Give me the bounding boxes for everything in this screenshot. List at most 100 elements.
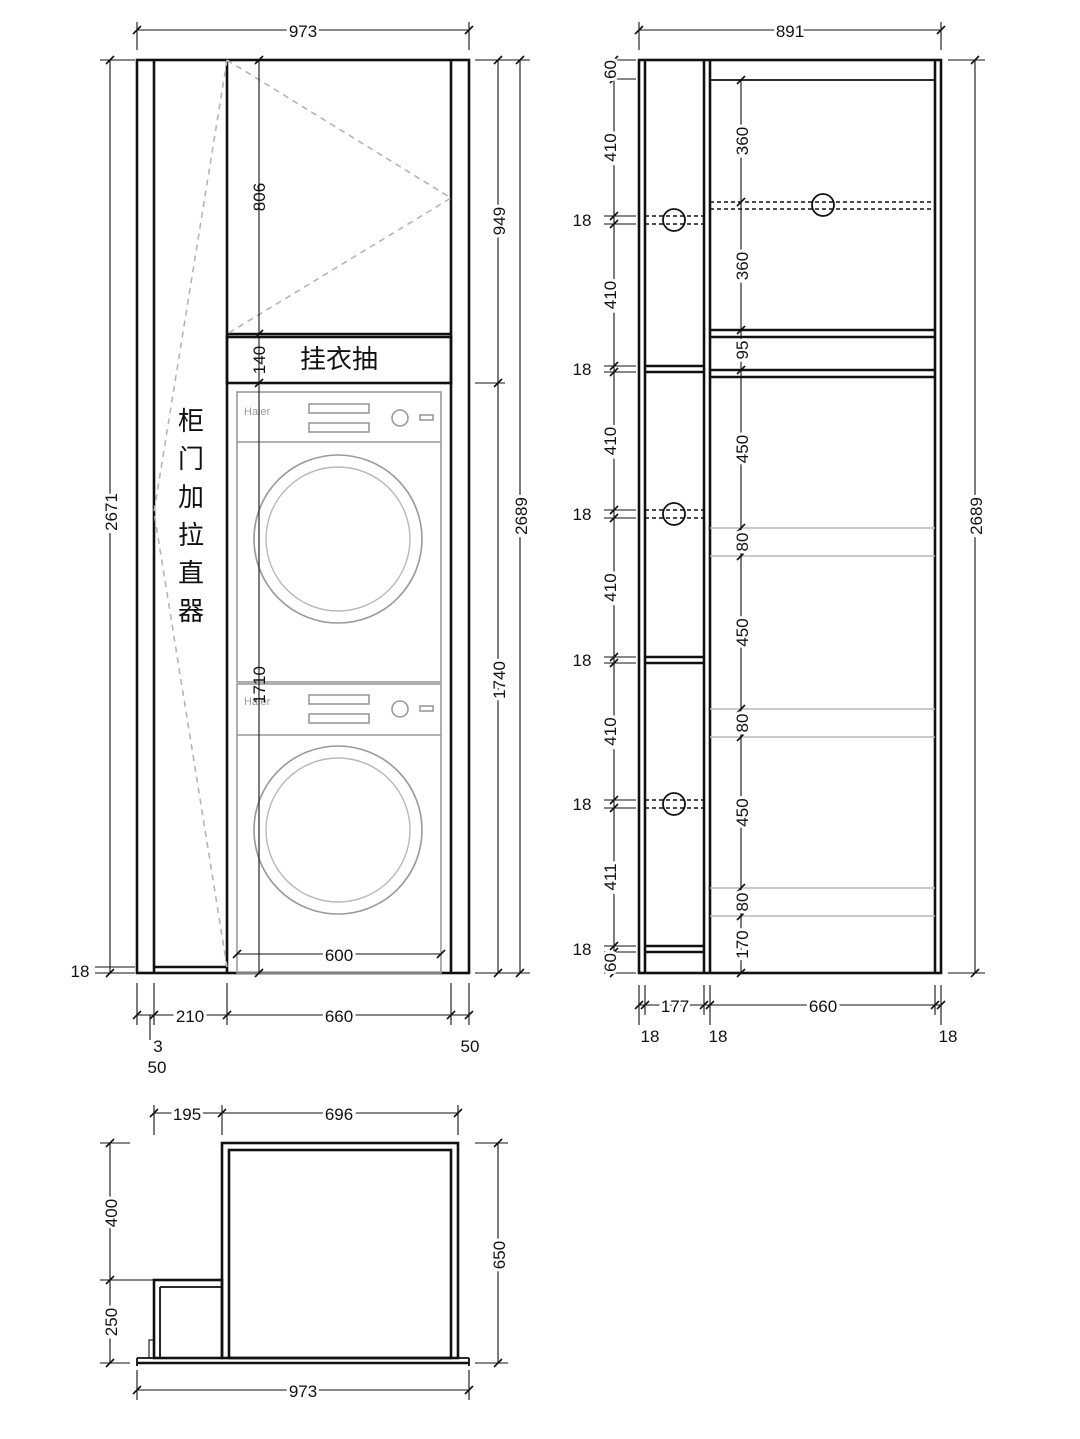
side-left-tick	[609, 947, 619, 957]
side-left-dim-label: 18	[573, 211, 592, 230]
rail-label: 挂衣抽	[300, 345, 378, 375]
dimension-tick	[493, 55, 503, 65]
dimension-tick	[634, 25, 644, 35]
narrow-rod-1-end	[662, 208, 686, 232]
dryer-button	[419, 414, 434, 421]
dryer-door-inner	[265, 466, 411, 612]
door-note: 柜 门 加 拉 直 器	[178, 407, 204, 627]
side-dim-660: 660	[809, 997, 837, 1016]
side-inner-dim-label: 170	[733, 930, 752, 958]
side-left-tick	[609, 367, 619, 377]
side-left-dim-label: 18	[573, 505, 592, 524]
washer-brand: Haier	[244, 696, 271, 708]
plan-handle	[148, 1339, 155, 1359]
plan-side-box	[152, 1278, 224, 1360]
side-dim-2689: 2689	[967, 497, 986, 535]
side-inner-tick	[736, 197, 746, 207]
side-left-dim-label: 60	[601, 60, 620, 79]
side-outer-frame	[637, 58, 943, 975]
dimension-tick	[132, 25, 142, 35]
dimension-ticks	[105, 25, 980, 1395]
side-inner-tick	[736, 704, 746, 714]
side-inner-dim-label: 450	[733, 798, 752, 826]
washer-appliance: Haier	[236, 683, 442, 974]
dimension-tick	[254, 378, 264, 388]
dimension-tick	[132, 1385, 142, 1395]
dimension-tick	[515, 55, 525, 65]
side-inner-tick	[736, 551, 746, 561]
side-inner-dim-label: 80	[733, 533, 752, 552]
washer-body	[236, 683, 442, 974]
dryer-body	[236, 391, 442, 683]
door-note-char: 门	[178, 445, 204, 475]
door-note-char: 直	[178, 559, 204, 589]
dimension-tick	[970, 55, 980, 65]
side-left-ticks	[604, 55, 636, 978]
dimension-tick	[105, 1275, 115, 1285]
side-left-dim-label: 411	[601, 863, 620, 890]
side-left-tick	[609, 211, 619, 221]
dim-2671: 2671	[102, 493, 121, 531]
dimension-tick	[464, 25, 474, 35]
front-view: 挂衣抽 柜 门 加 拉 直 器 Haier H	[71, 19, 534, 1077]
side-inner-dim-label: 360	[733, 252, 752, 280]
side-inner-dim-label: 95	[733, 341, 752, 360]
side-inner-dim-label: 360	[733, 127, 752, 155]
side-dim-18-c: 18	[939, 1027, 958, 1046]
side-left-dim-label: 410	[601, 427, 620, 455]
side-inner-dim-label: 450	[733, 435, 752, 463]
dryer-controls-bottom	[308, 422, 370, 433]
dimension-tick	[634, 1000, 644, 1010]
side-left-tick	[609, 803, 619, 813]
washer-controls-bottom	[308, 713, 370, 724]
dimension-tick	[464, 1385, 474, 1395]
side-inner-tick	[736, 968, 746, 978]
washer-door-inner	[265, 757, 411, 903]
dimension-tick	[705, 1000, 715, 1010]
dimension-tick	[493, 378, 503, 388]
rail-box	[225, 335, 453, 385]
dimension-tick	[254, 329, 264, 339]
dryer-knob	[391, 409, 409, 427]
plan-dim-973: 973	[289, 1382, 317, 1401]
plan-dim-400: 400	[102, 1199, 121, 1227]
dim-806: 806	[250, 183, 269, 211]
side-inner-tick	[736, 732, 746, 742]
dim-50-left: 50	[148, 1058, 167, 1077]
dimension-tick	[930, 1000, 940, 1010]
plan-dim-650: 650	[490, 1241, 509, 1269]
dimension-tick	[436, 949, 446, 959]
dimension-tick	[254, 55, 264, 65]
dimension-tick	[149, 1010, 159, 1020]
side-dim-891: 891	[776, 22, 804, 41]
side-left-tick	[609, 505, 619, 515]
dimension-tick	[222, 1010, 232, 1020]
side-inner-tick	[736, 523, 746, 533]
plan-dim-696: 696	[325, 1105, 353, 1124]
side-inner-tick	[736, 75, 746, 85]
dimension-tick	[105, 1138, 115, 1148]
narrow-rod-2-end	[662, 502, 686, 526]
dim-949: 949	[490, 207, 509, 235]
plan-dim-250: 250	[102, 1308, 121, 1336]
dryer-appliance: Haier	[236, 391, 442, 683]
dryer-brand: Haier	[244, 406, 271, 418]
plan-dim-195: 195	[173, 1105, 201, 1124]
side-left-tick	[609, 941, 619, 951]
side-left-dim-label: 410	[601, 133, 620, 161]
side-left-dim-label: 18	[573, 940, 592, 959]
plan-main-box-inner	[227, 1148, 453, 1360]
side-inner-tick	[736, 325, 746, 335]
side-dim-177: 177	[661, 997, 689, 1016]
side-inner-dim-label: 450	[733, 618, 752, 646]
dimension-tick	[640, 1000, 650, 1010]
side-dim-18-a: 18	[641, 1027, 660, 1046]
door-note-char: 加	[178, 483, 204, 513]
dimension-tick	[699, 1000, 709, 1010]
door-note-char: 器	[178, 597, 204, 627]
washer-button	[419, 705, 434, 712]
dim-140: 140	[250, 346, 269, 374]
